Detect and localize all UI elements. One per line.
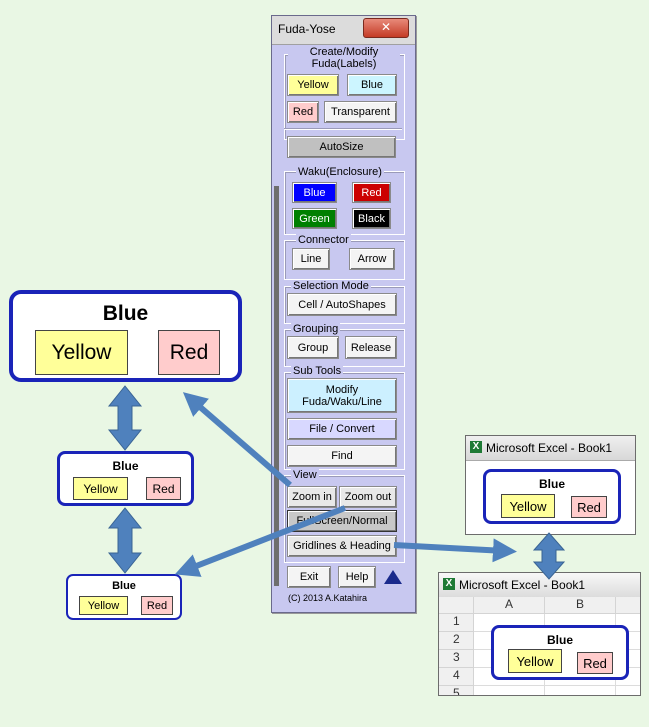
grouping-group-label: Grouping bbox=[291, 323, 341, 335]
waku-blue-button[interactable]: Blue bbox=[292, 182, 337, 203]
medium-small-double-arrow bbox=[107, 507, 143, 574]
collapse-triangle-icon[interactable] bbox=[382, 567, 404, 587]
find-button[interactable]: Find bbox=[287, 445, 397, 467]
excel-icon: X bbox=[470, 441, 482, 453]
excel-bottom-red-fuda: Red bbox=[577, 652, 613, 674]
group-button[interactable]: Group bbox=[287, 336, 339, 359]
connector-arrow-button[interactable]: Arrow bbox=[349, 248, 395, 270]
small-red-fuda: Red bbox=[141, 596, 173, 615]
medium-enclosure-title: Blue bbox=[112, 459, 139, 473]
medium-enclosure: Blue Yellow Red bbox=[57, 451, 194, 506]
palette-scrollbar[interactable] bbox=[274, 186, 279, 586]
fuda-blue-button[interactable]: Blue bbox=[347, 74, 397, 96]
column-header-c[interactable] bbox=[616, 597, 640, 614]
cell-autoshapes-button[interactable]: Cell / AutoShapes bbox=[287, 293, 397, 316]
connector-line-button[interactable]: Line bbox=[292, 248, 330, 270]
fuda-yose-palette: Fuda-Yose ✕ Create/Modify Fuda(Labels) Y… bbox=[271, 15, 416, 613]
waku-group-label: Waku(Enclosure) bbox=[296, 166, 384, 178]
close-button[interactable]: ✕ bbox=[363, 18, 409, 38]
row-header-5[interactable]: 5 bbox=[439, 686, 474, 695]
connector-group-label: Connector bbox=[296, 234, 351, 246]
excel-top-red-fuda: Red bbox=[571, 496, 607, 518]
large-medium-double-arrow bbox=[107, 385, 143, 451]
zoom-out-button[interactable]: Zoom out bbox=[339, 486, 397, 508]
excel-bottom-enclosure-title: Blue bbox=[546, 633, 573, 647]
small-enclosure: Blue Yellow Red bbox=[66, 574, 182, 620]
copyright-text: (C) 2013 A.Katahira bbox=[288, 593, 368, 603]
autosize-button[interactable]: AutoSize bbox=[287, 136, 396, 158]
grouping-group bbox=[284, 329, 405, 367]
sub-tools-group-label: Sub Tools bbox=[291, 365, 344, 377]
row-header-2[interactable]: 2 bbox=[439, 632, 474, 650]
help-button[interactable]: Help bbox=[338, 566, 376, 588]
excel-top-title: Microsoft Excel - Book1 bbox=[486, 441, 613, 455]
exit-button[interactable]: Exit bbox=[287, 566, 331, 588]
fuda-transparent-button[interactable]: Transparent bbox=[324, 101, 397, 123]
waku-green-button[interactable]: Green bbox=[292, 208, 337, 229]
excel-bottom-title: Microsoft Excel - Book1 bbox=[459, 578, 586, 592]
medium-red-fuda: Red bbox=[146, 477, 181, 500]
palette-titlebar[interactable]: Fuda-Yose ✕ bbox=[272, 16, 415, 45]
excel-top-titlebar[interactable]: X Microsoft Excel - Book1 bbox=[466, 436, 635, 461]
create-fuda-group-label: Create/Modify Fuda(Labels) bbox=[288, 46, 400, 70]
excel-top-enclosure: Blue Yellow Red bbox=[483, 469, 621, 524]
large-yellow-fuda: Yellow bbox=[35, 330, 128, 375]
view-group-label: View bbox=[291, 469, 319, 481]
selection-mode-group-label: Selection Mode bbox=[291, 280, 371, 292]
modify-fuda-waku-line-button[interactable]: Modify Fuda/Waku/Line bbox=[287, 378, 397, 413]
waku-red-button[interactable]: Red bbox=[352, 182, 391, 203]
excel-window-top: X Microsoft Excel - Book1 Blue Yellow Re… bbox=[465, 435, 636, 535]
column-header-a[interactable]: A bbox=[474, 597, 545, 614]
excel-window-bottom: X Microsoft Excel - Book1 A B 1 2 3 4 5 … bbox=[438, 572, 641, 696]
row-header-4[interactable]: 4 bbox=[439, 668, 474, 686]
large-enclosure: Blue Yellow Red bbox=[9, 290, 242, 382]
medium-yellow-fuda: Yellow bbox=[73, 477, 128, 500]
fuda-yellow-button[interactable]: Yellow bbox=[287, 74, 339, 96]
excel-icon: X bbox=[443, 578, 455, 590]
column-header-b[interactable]: B bbox=[545, 597, 616, 614]
large-red-fuda: Red bbox=[158, 330, 220, 375]
excel-bottom-enclosure: Blue Yellow Red bbox=[491, 625, 629, 680]
row-header-3[interactable]: 3 bbox=[439, 650, 474, 668]
excel-bottom-yellow-fuda: Yellow bbox=[508, 649, 562, 673]
fuda-red-button[interactable]: Red bbox=[287, 101, 319, 123]
separator bbox=[284, 128, 402, 130]
release-button[interactable]: Release bbox=[345, 336, 397, 359]
palette-title: Fuda-Yose bbox=[278, 22, 336, 36]
file-convert-button[interactable]: File / Convert bbox=[287, 418, 397, 440]
small-enclosure-title: Blue bbox=[112, 580, 136, 592]
row-header-1[interactable]: 1 bbox=[439, 614, 474, 632]
waku-black-button[interactable]: Black bbox=[352, 208, 391, 229]
small-yellow-fuda: Yellow bbox=[79, 596, 128, 615]
select-all-corner[interactable] bbox=[439, 597, 474, 614]
excel-top-yellow-fuda: Yellow bbox=[501, 494, 555, 518]
fullscreen-normal-button[interactable]: FullScreen/Normal bbox=[287, 510, 397, 532]
zoom-in-button[interactable]: Zoom in bbox=[287, 486, 337, 508]
excel-top-enclosure-title: Blue bbox=[538, 477, 565, 491]
large-enclosure-title: Blue bbox=[102, 302, 149, 325]
gridlines-heading-button[interactable]: Gridlines & Heading bbox=[287, 535, 397, 557]
excel-bottom-titlebar[interactable]: X Microsoft Excel - Book1 bbox=[439, 573, 640, 598]
